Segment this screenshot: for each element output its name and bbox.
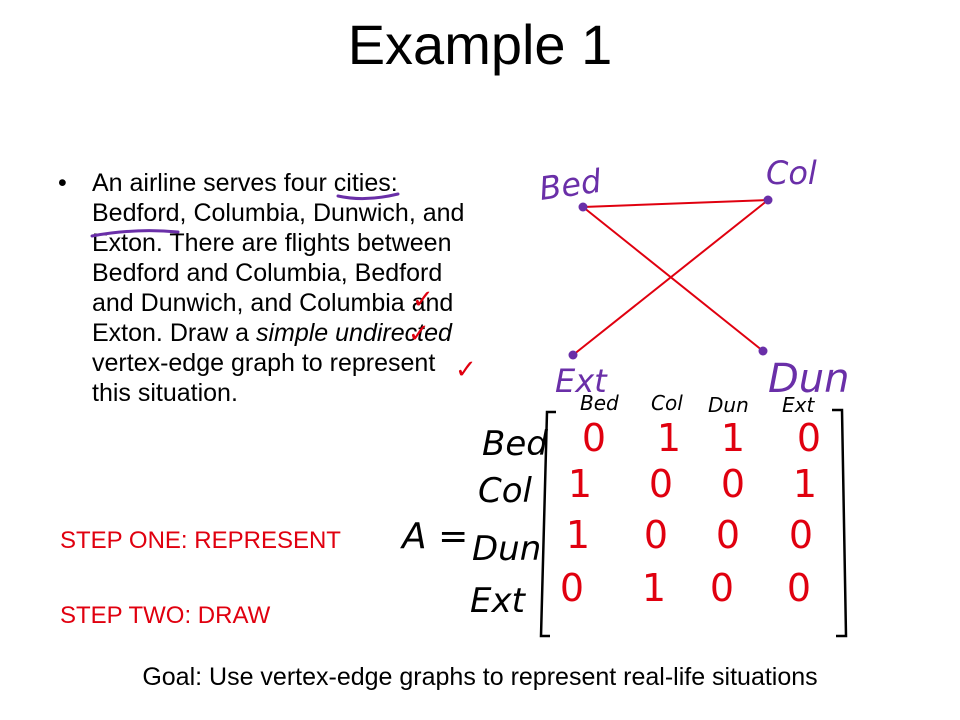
checkmark-1: ✓: [412, 284, 434, 314]
vertex-label-col: Col: [766, 154, 817, 192]
matrix-cell-3-0: 0: [560, 566, 584, 610]
matrix-col-header-0: Bed: [580, 391, 619, 415]
matrix-col-header-2: Dun: [708, 393, 749, 417]
vertex-col: [763, 195, 773, 205]
matrix-cell-0-3: 0: [797, 416, 821, 460]
step-one-label: STEP ONE: REPRESENT: [60, 527, 341, 554]
matrix-col-header-3: Ext: [782, 393, 815, 417]
problem-text: An airline serves four cities: Bedford, …: [92, 168, 470, 408]
matrix-row-header-0: Bed: [482, 424, 548, 464]
underline-cities: [90, 229, 180, 238]
bullet-marker: •: [58, 169, 67, 197]
vertex-bed: [578, 202, 588, 212]
problem-text-part-1: An airline serves four cities: Bedford, …: [92, 169, 465, 347]
matrix-cell-1-3: 1: [793, 462, 817, 506]
edge-col-ext: [572, 199, 769, 356]
matrix-col-header-1: Col: [651, 391, 683, 415]
matrix-row-header-3: Ext: [470, 581, 527, 621]
underline-four: [336, 192, 400, 201]
matrix-left-bracket: [539, 410, 556, 638]
checkmark-2: ✓: [408, 318, 430, 348]
vertex-dun: [758, 346, 768, 356]
problem-text-part-2: vertex-edge graph to represent this situ…: [92, 349, 436, 407]
matrix-cell-0-0: 0: [582, 416, 606, 460]
edge-bed-dun: [582, 206, 764, 352]
matrix-cells: 0 1 1 0 1 0 0 1 1 0 0 0 0 1 0 0: [560, 416, 821, 610]
problem-statement: • An airline serves four cities: Bedford…: [58, 168, 470, 408]
matrix-row-header-2: Dun: [472, 529, 541, 569]
step-two-label: STEP TWO: DRAW: [60, 602, 271, 629]
matrix-cell-2-3: 0: [789, 513, 813, 557]
matrix-cell-3-1: 1: [642, 566, 666, 610]
matrix-cell-0-1: 1: [657, 416, 681, 460]
matrix-cell-1-0: 1: [568, 462, 592, 506]
matrix-cell-0-2: 1: [721, 416, 745, 460]
matrix-cell-2-2: 0: [716, 513, 740, 557]
problem-emphasis: simple undirected: [255, 319, 452, 347]
matrix-right-bracket: [832, 408, 848, 638]
checkmark-3: ✓: [455, 354, 477, 384]
edge-bed-col: [582, 199, 769, 208]
goal-statement: Goal: Use vertex-edge graphs to represen…: [142, 663, 818, 691]
matrix-cell-2-0: 1: [566, 513, 590, 557]
vertex-ext: [568, 350, 578, 360]
vertex-label-bed: Bed: [537, 162, 604, 208]
matrix-cell-3-3: 0: [787, 566, 811, 610]
matrix-name: A =: [400, 516, 468, 557]
vertex-label-dun: Dun: [768, 356, 850, 402]
matrix-cell-2-1: 0: [644, 513, 668, 557]
matrix-row-header-1: Col: [478, 471, 533, 511]
slide-title: Example 1: [347, 13, 613, 76]
matrix-cell-1-2: 0: [721, 462, 745, 506]
matrix-cell-3-2: 0: [710, 566, 734, 610]
matrix-cell-1-1: 0: [649, 462, 673, 506]
vertex-label-ext: Ext: [555, 362, 608, 400]
